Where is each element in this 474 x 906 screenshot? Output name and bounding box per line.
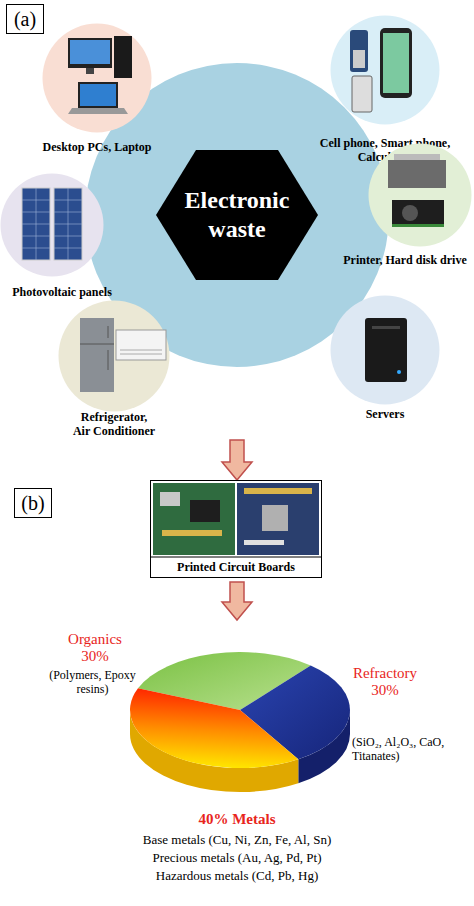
pcb-socket — [262, 505, 288, 531]
ac-vents — [120, 350, 162, 354]
pcb-trace — [162, 530, 222, 536]
category-circle: Servers — [330, 295, 440, 405]
category-label: Printer, Hard disk drive — [338, 253, 472, 267]
composition-label: Hazardous metals (Cd, Pb, Hg) — [57, 868, 417, 884]
hexagon-outline — [156, 150, 318, 280]
fridge-lines — [80, 326, 114, 370]
composition-label: (SiO₂, Al₂O₃, CaO, Titanates) — [352, 735, 470, 764]
composition-label: Base metals (Cu, Ni, Zn, Fe, Al, Sn) — [57, 832, 417, 848]
server-icon — [365, 318, 407, 382]
circle-outline — [330, 15, 440, 125]
pcb-slot — [244, 488, 312, 494]
laptop-icon — [78, 82, 118, 108]
category-label: Photovoltaic panels — [0, 285, 124, 299]
composition-label: 30% — [330, 681, 440, 699]
circle-outline — [330, 295, 440, 405]
flow-arrow — [222, 582, 252, 620]
laptop-base — [68, 108, 128, 114]
pie-slice — [130, 688, 298, 768]
panel-label: (b) — [15, 489, 51, 517]
air-conditioner-icon — [116, 330, 166, 360]
category-label: Printed Circuit Boards — [151, 558, 321, 577]
smartphone-icon — [380, 28, 412, 98]
circle-outline — [58, 300, 170, 412]
monitor-stand — [86, 68, 94, 74]
pcb-chip — [190, 500, 220, 522]
solar-panel-icon — [22, 188, 50, 260]
image-box: Printed Circuit Boards — [150, 480, 322, 578]
printer-tray — [394, 154, 440, 162]
category-label: Servers — [330, 407, 440, 421]
category-label: Refrigerator, Air Conditioner — [71, 410, 157, 439]
pcb-photo — [237, 483, 319, 555]
composition-label: 40% Metals — [137, 810, 337, 828]
composition-label: 30% — [45, 647, 145, 665]
monitor-icon — [68, 38, 112, 68]
composition-label: Refractory — [330, 664, 440, 682]
smartphone-screen — [383, 33, 409, 93]
category-circle: Cell phone, Smart phone, Calculator — [330, 15, 440, 125]
calculator-icon — [352, 76, 372, 112]
phone-icon — [350, 30, 368, 72]
pcb-slot — [244, 540, 284, 545]
category-label: Desktop PCs, Laptop — [22, 140, 172, 154]
composition-label: Organics — [45, 630, 145, 648]
circle-shape — [331, 296, 440, 405]
circle-shape — [331, 16, 440, 125]
category-circle: Desktop PCs, Laptop — [42, 23, 152, 133]
server-led — [397, 370, 401, 374]
panel-label-box: (b) — [14, 488, 52, 518]
flow-arrow — [222, 440, 252, 480]
refrigerator-icon — [80, 318, 114, 392]
panel-grid — [22, 188, 82, 260]
card-strip — [392, 224, 444, 227]
printer-icon — [388, 160, 446, 188]
circle-shape — [43, 24, 152, 133]
tower-icon — [114, 36, 132, 78]
monitor-screen — [70, 40, 110, 64]
divider-line — [150, 557, 322, 558]
composition-label: Precious metals (Au, Ag, Pd, Pt) — [57, 850, 417, 866]
circle-shape — [59, 301, 170, 412]
panel-label-box: (a) — [6, 4, 44, 34]
phone-keypad — [353, 50, 365, 68]
card-fan — [402, 205, 418, 221]
server-slot — [372, 326, 400, 329]
circle-shape — [369, 144, 472, 247]
drive-card-icon — [392, 200, 444, 226]
laptop-screen — [80, 84, 116, 106]
pcb-component — [160, 492, 180, 506]
category-circle: Printer, Hard disk drive — [368, 143, 472, 247]
category-circle: Photovoltaic panels — [0, 173, 104, 277]
center-title: Electronic waste — [156, 150, 318, 280]
composition-label: (Polymers, Epoxy resins) — [40, 668, 145, 697]
hexagon-shape — [156, 150, 318, 280]
circle-outline — [0, 173, 104, 277]
pcb-photo — [153, 483, 235, 555]
center-hexagon: Electronic waste — [156, 150, 318, 280]
circle-outline — [368, 143, 472, 247]
panel-label: (a) — [7, 5, 43, 33]
circle-outline — [42, 23, 152, 133]
solar-panel-icon — [54, 188, 82, 260]
circle-shape — [1, 174, 104, 277]
category-circle: Refrigerator, Air Conditioner — [58, 300, 170, 412]
